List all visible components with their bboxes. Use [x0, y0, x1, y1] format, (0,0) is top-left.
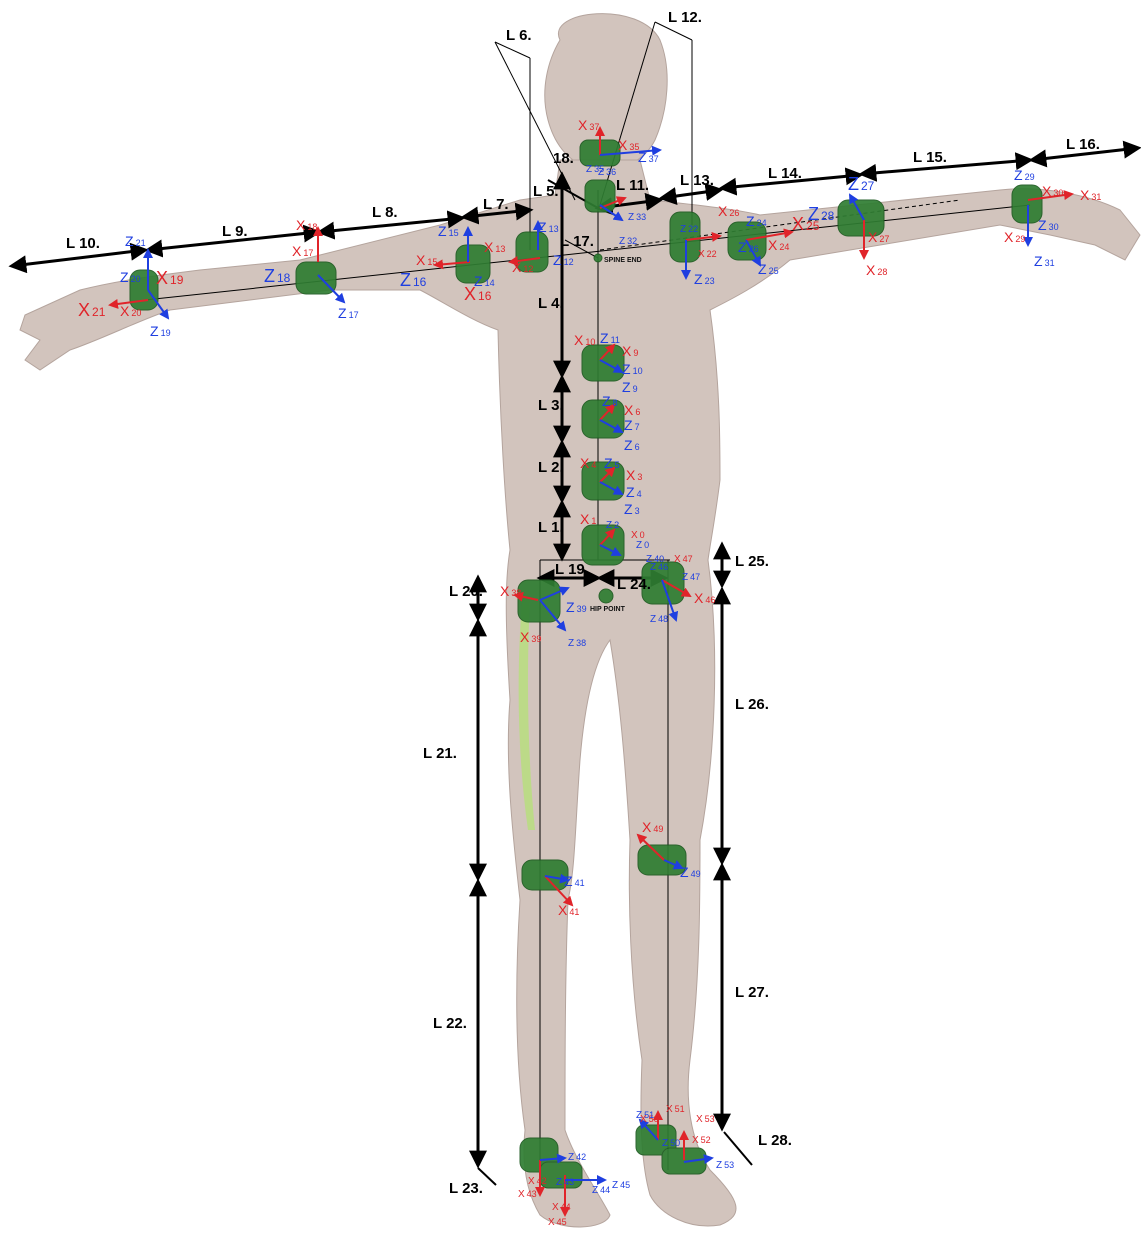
axis-label-z21: Z21	[125, 233, 146, 249]
segment-label-l1: L 1.	[538, 519, 564, 536]
segment-label-l3: L 3.	[538, 397, 564, 414]
axis-label-z43: Z43	[556, 1177, 574, 1188]
axis-label-z33: Z33	[628, 212, 646, 223]
segment-label-l23: L 23.	[449, 1180, 483, 1197]
segment-label-l25: L 25.	[735, 553, 769, 570]
segment-label-l8: L 8.	[372, 204, 398, 221]
segment-label-l18: 18.	[553, 150, 574, 167]
segment-label-l7: L 7.	[483, 196, 509, 213]
axis-label-x43: X43	[518, 1189, 537, 1200]
segment-label-l24: L 24.	[617, 576, 651, 593]
segment-label-l16: L 16.	[1066, 136, 1100, 153]
segment-label-l14: L 14.	[768, 165, 802, 182]
segment-label-l9: L 9.	[222, 223, 248, 240]
hip-point-label: HIP POINT	[590, 606, 626, 613]
segment-label-l11: L 11.	[616, 177, 649, 194]
axis-label-z44: Z44	[592, 1185, 610, 1196]
segment-label-l10: L 10.	[66, 235, 100, 252]
spine-end-label: SPINE END	[604, 257, 642, 264]
segment-label-l22: L 22.	[433, 1015, 467, 1032]
axis-label-z46: Z46	[650, 562, 668, 573]
segment-label-l13: L 13.	[680, 172, 714, 189]
axis-label-z48: Z48	[650, 614, 668, 625]
axis-label-z36: Z36	[598, 167, 616, 178]
segment-label-l19: L 19.	[555, 561, 589, 578]
segment-label-l21: L 21.	[423, 745, 457, 762]
body-silhouette	[20, 14, 1140, 1227]
segment-label-l17: L 17.	[560, 233, 594, 250]
axis-label-z53: Z53	[716, 1160, 734, 1171]
segment-label-l12: L 12.	[668, 9, 702, 26]
segment-label-l20: L 20.	[449, 583, 483, 600]
segment-label-l28: L 28.	[758, 1132, 792, 1149]
segment-label-l27: L 27.	[735, 984, 769, 1001]
segment-label-l6: L 6.	[506, 27, 532, 44]
segment-label-l15: L 15.	[913, 149, 947, 166]
segment-label-l26: L 26.	[735, 696, 769, 713]
torso-shape	[20, 160, 1140, 1227]
segment-label-l5: L 5.	[533, 183, 559, 200]
segment-label-l2: L 2.	[538, 459, 564, 476]
axis-label-z31: Z31	[1034, 253, 1055, 269]
axis-label-x28: X28	[866, 262, 887, 278]
segment-label-l4: L 4.	[538, 295, 564, 312]
